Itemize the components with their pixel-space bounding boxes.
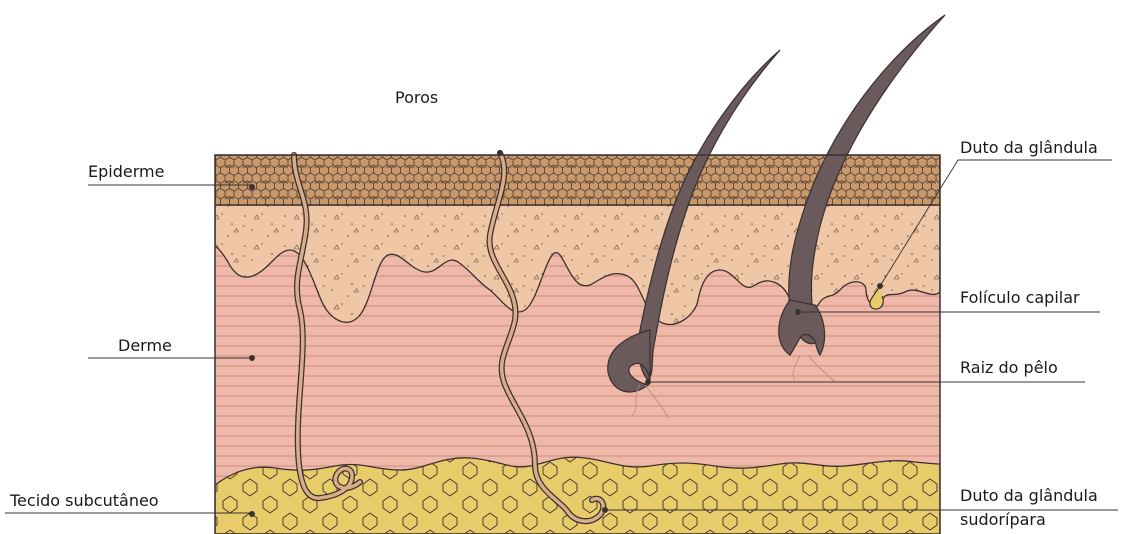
label-tecido-subcutaneo: Tecido subcutâneo: [10, 491, 159, 511]
label-derme: Derme: [118, 336, 172, 356]
label-poros: Poros: [395, 88, 438, 108]
label-duto-sudoripara-2: sudorípara: [960, 510, 1046, 530]
label-epiderme: Epiderme: [88, 162, 164, 182]
label-foliculo-capilar: Folículo capilar: [960, 288, 1080, 308]
label-raiz-pelo: Raiz do pêlo: [960, 358, 1058, 378]
label-duto-sudoripara-1: Duto da glândula: [960, 486, 1098, 506]
label-duto-glandula: Duto da glândula: [960, 138, 1098, 158]
